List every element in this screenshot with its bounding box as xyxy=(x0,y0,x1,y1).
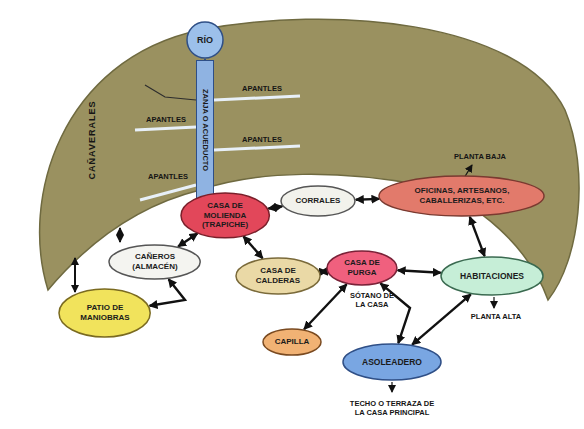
floor-note: TECHO O TERRAZA DE LA CASA PRINCIPAL xyxy=(346,399,438,417)
yard-ellipse: PATIO DE MANIOBRAS xyxy=(58,288,151,338)
region-label: CAÑAVERALES xyxy=(87,101,98,180)
floor-note: PLANTA BAJA xyxy=(454,152,506,161)
double-arrow xyxy=(356,198,379,201)
purge-house-ellipse: CASA DE PURGA xyxy=(326,250,398,286)
channel-label: APANTLES xyxy=(146,115,186,124)
double-arrow xyxy=(178,234,197,247)
node-text: CORRALES xyxy=(296,196,341,206)
chapel-ellipse: CAPILLA xyxy=(262,328,322,356)
river-circle: RÍO xyxy=(186,21,224,59)
offices-ellipse: OFICINAS, ARTESANOS, CABALLERIZAS, ETC. xyxy=(378,175,545,217)
node-text: ASOLEADERO xyxy=(362,357,422,367)
double-arrow xyxy=(412,294,471,344)
node-text: ZANJA O ACUEDUCTO xyxy=(201,89,210,171)
cane-field-region xyxy=(40,19,579,300)
node-text: CAPILLA xyxy=(275,337,310,347)
channel-label: APANTLES xyxy=(148,172,188,181)
store-ellipse: CAÑEROS (ALMACÉN) xyxy=(108,244,201,280)
double-arrow xyxy=(150,279,185,306)
double-arrow xyxy=(268,206,282,208)
mill-house-ellipse: CASA DE MOLIENDA (TRAPICHE) xyxy=(180,192,270,239)
channel-label: APANTLES xyxy=(242,84,282,93)
double-arrow xyxy=(244,236,263,258)
node-text: CAÑEROS (ALMACÉN) xyxy=(125,252,185,271)
sun-terrace-ellipse: ASOLEADERO xyxy=(342,343,442,381)
canal-band: ZANJA O ACUEDUCTO xyxy=(196,60,214,200)
node-text: CASA DE CALDERAS xyxy=(250,266,305,285)
boiler-house-ellipse: CASA DE CALDERAS xyxy=(235,257,321,295)
channel-label: APANTLES xyxy=(242,135,282,144)
double-arrow xyxy=(398,270,441,273)
node-text: HABITACIONES xyxy=(460,271,524,281)
double-arrow xyxy=(470,217,485,256)
floor-note: SÓTANO DE LA CASA xyxy=(344,291,400,309)
node-text: PATIO DE MANIOBRAS xyxy=(75,303,135,322)
node-text: RÍO xyxy=(197,35,213,46)
floor-note: PLANTA ALTA xyxy=(471,312,521,321)
double-arrow xyxy=(304,284,347,329)
double-arrow xyxy=(320,270,327,273)
node-text: CASA DE PURGA xyxy=(339,258,384,277)
node-text: CASA DE MOLIENDA (TRAPICHE) xyxy=(196,201,254,230)
node-text: OFICINAS, ARTESANOS, CABALLERIZAS, ETC. xyxy=(406,186,518,205)
corrals-ellipse: CORRALES xyxy=(280,185,356,217)
apantle-channels xyxy=(135,85,300,200)
rooms-ellipse: HABITACIONES xyxy=(440,256,544,296)
